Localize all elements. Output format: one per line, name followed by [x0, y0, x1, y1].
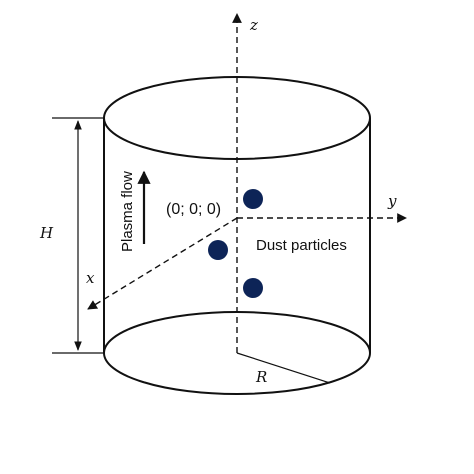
height-label: H	[39, 224, 54, 242]
dust-particle	[243, 189, 263, 209]
origin-label: (0; 0; 0)	[166, 201, 221, 218]
plasma-flow-label: Plasma flow	[119, 171, 136, 252]
height-dimension	[52, 117, 104, 354]
radius-label: R	[255, 368, 267, 386]
dust-particle	[243, 278, 263, 298]
x-axis	[87, 217, 238, 310]
z-axis-label: z	[249, 16, 258, 34]
radius-line	[236, 352, 331, 384]
dust-particles	[208, 189, 263, 298]
x-axis-label: x	[86, 269, 95, 287]
y-axis-label: y	[387, 192, 397, 210]
dust-particle	[208, 240, 228, 260]
dust-particles-label: Dust particles	[256, 237, 347, 254]
